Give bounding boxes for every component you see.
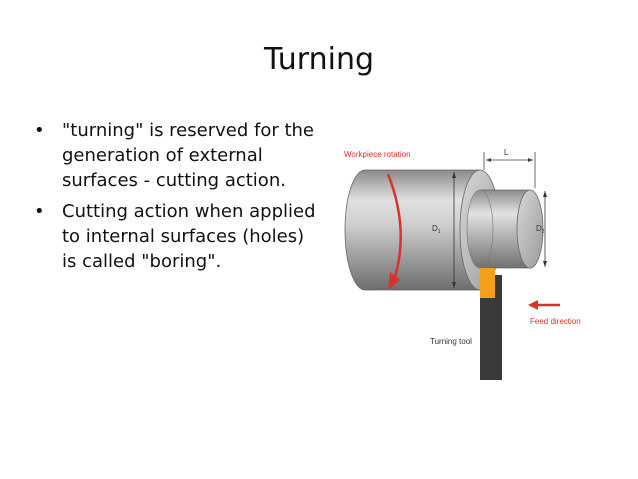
d2-label: D2 xyxy=(536,224,545,235)
bullet-item: "turning" is reserved for the generation… xyxy=(32,118,317,193)
d1-label: D1 xyxy=(432,224,441,235)
feed-arrow xyxy=(528,300,560,310)
turning-tool xyxy=(480,268,502,380)
turning-diagram: Workpiece rotation L D1 D2 xyxy=(344,148,581,380)
slide-title: Turning xyxy=(264,42,374,77)
rotation-arrow xyxy=(386,173,402,290)
feed-label: Feed direction xyxy=(530,317,581,326)
length-dimension xyxy=(483,152,536,188)
d1-dimension xyxy=(452,172,456,288)
workpiece-small-cylinder xyxy=(466,189,544,269)
length-label: L xyxy=(504,148,509,157)
bullet-list: "turning" is reserved for the generation… xyxy=(32,118,317,280)
d2-dimension xyxy=(543,191,547,267)
rotation-label: Workpiece rotation xyxy=(344,150,411,159)
tool-label: Turning tool xyxy=(430,337,472,346)
tool-leader-line xyxy=(484,344,494,352)
bullet-item: Cutting action when applied to internal … xyxy=(32,199,317,274)
